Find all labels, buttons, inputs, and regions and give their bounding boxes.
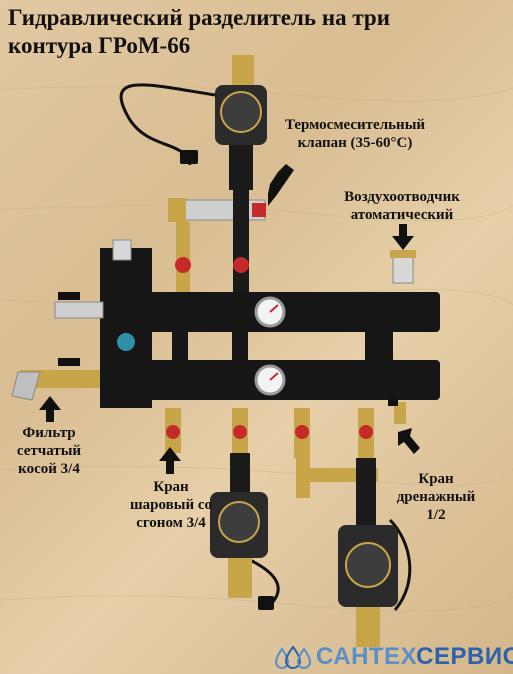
thermo-valve-body [174, 199, 266, 221]
brand-name-part-1: САНТЕХ [316, 643, 417, 670]
arrow-air-vent-icon [392, 224, 414, 250]
mixing-loop-vertical [296, 458, 310, 498]
brand-name-part-2: СЕРВИС [416, 643, 513, 670]
thermo-valve-brass [168, 198, 186, 222]
arrow-filter-icon [39, 396, 61, 422]
title-line-2: контура ГРоМ-66 [8, 33, 191, 58]
bottom-right-pump-pipe [356, 458, 376, 528]
manifold-right-tie [365, 292, 393, 400]
ball-valve-top-right [233, 257, 249, 273]
arrow-drain-valve-icon [398, 428, 420, 454]
outlet-1-handle [166, 425, 180, 439]
bottom-plug [258, 596, 274, 610]
air-vent-label: Воздухоотводчик атоматический [344, 189, 460, 223]
page-title: Гидравлический разделитель на три контур… [8, 4, 508, 60]
callout-arrows [39, 164, 420, 474]
thermo-valve-knob [252, 203, 266, 217]
supply-right-riser [233, 190, 249, 292]
filter-handle [58, 358, 80, 366]
brand-logo: САНТЕХСЕРВИС [274, 643, 513, 671]
bottom-right-pump-face [345, 542, 391, 588]
top-brass-fitting [232, 55, 254, 85]
bottom-left-pump-pipe [230, 453, 250, 493]
left-upper-valve-handle [58, 292, 80, 300]
manifold-logo-dot [117, 333, 135, 351]
manifold-mid-tie [232, 332, 248, 360]
outlet-3-handle [295, 425, 309, 439]
top-pump-cable [119, 83, 216, 166]
air-vent-body [392, 254, 414, 284]
ball-valve-label: Кран шаровый со сгоном 3/4 [130, 479, 212, 531]
filter-body [20, 370, 100, 388]
gauge-upper-needle [269, 304, 279, 313]
drain-handle [388, 398, 398, 406]
filter-label: Фильтр сетчатый косой 3/4 [16, 425, 82, 477]
title-line-1: Гидравлический разделитель на три [8, 5, 390, 30]
top-plug [180, 150, 198, 164]
bottom-left-pump-face [218, 501, 260, 543]
arrow-thermo-valve-icon [268, 164, 294, 206]
top-pump-pipe [229, 145, 253, 190]
filter-angle [11, 371, 41, 401]
outlet-2-handle [233, 425, 247, 439]
ball-valve-top-left [175, 257, 191, 273]
left-air-vent [112, 239, 132, 261]
thermo-valve-label: Термосмесительный клапан (35-60°С) [284, 117, 426, 151]
water-drops-icon [274, 645, 312, 669]
drain-valve-label: Кран дренажный 1/2 [396, 471, 476, 523]
air-vent-cap [390, 250, 416, 258]
bottom-right-pump-fitting [356, 607, 380, 647]
outlet-4-handle [359, 425, 373, 439]
bottom-left-pump-fitting [228, 558, 252, 598]
brand-name: САНТЕХСЕРВИС [316, 643, 513, 671]
drain-valve [394, 402, 406, 424]
arrow-ball-valve-icon [159, 447, 181, 474]
top-pump-face [220, 91, 262, 133]
gauge-lower-needle [269, 372, 279, 381]
left-upper-valve [54, 301, 104, 319]
bottom-right-cable [388, 518, 412, 611]
manifold-mid-tie-2 [172, 332, 188, 360]
